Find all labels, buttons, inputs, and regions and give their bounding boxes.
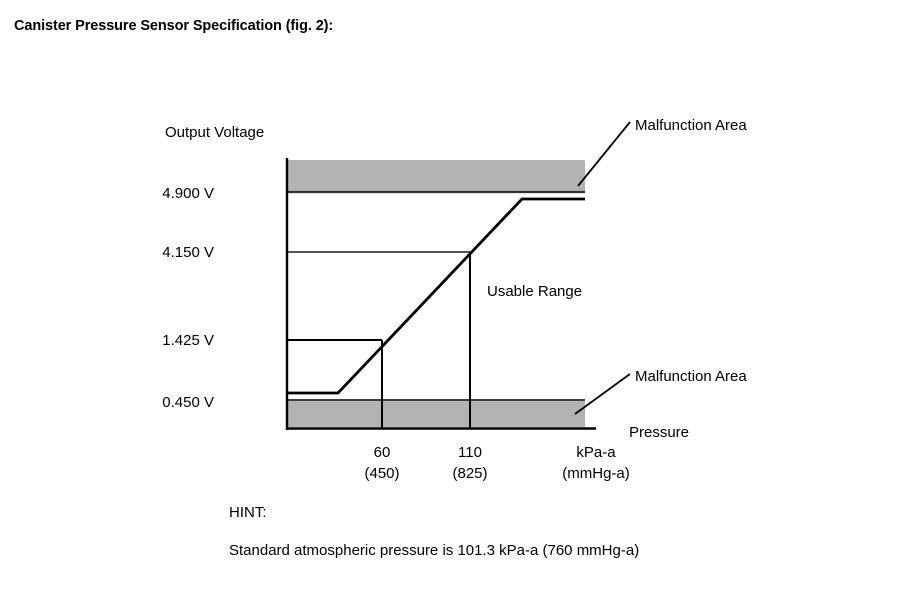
x-axis-unit-secondary: (mmHg-a)	[562, 465, 630, 482]
x-tick-label-60-secondary: (450)	[364, 465, 400, 482]
malfunction-area-upper-label: Malfunction Area	[635, 117, 747, 134]
page-title: Canister Pressure Sensor Specification (…	[14, 18, 334, 34]
sensor-output-curve	[287, 197, 585, 395]
x-tick-label-110-secondary: (825)	[452, 465, 488, 482]
y-tick-label-450mv: 0.450 V	[162, 394, 214, 411]
y-tick-label-1425mv: 1.425 V	[162, 332, 214, 349]
x-axis-unit-primary: kPa-a	[576, 444, 616, 461]
hint-label: HINT:	[229, 504, 267, 521]
malfunction-band-lower	[288, 401, 585, 427]
y-tick-label-4150mv: 4.150 V	[162, 244, 214, 261]
x-tick-label-110-primary: 110	[458, 444, 482, 461]
x-axis-title: Pressure	[629, 424, 690, 441]
leader-line-malfunction-lower	[574, 373, 631, 415]
malfunction-band-upper	[288, 160, 585, 192]
y-tick-label-4900mv: 4.900 V	[162, 185, 214, 202]
leader-line-malfunction-upper	[577, 121, 631, 187]
hint-text: Standard atmospheric pressure is 101.3 k…	[229, 542, 640, 559]
malfunction-area-lower-label: Malfunction Area	[635, 368, 747, 385]
y-axis-title: Output Voltage	[165, 124, 265, 141]
usable-range-label: Usable Range	[487, 283, 583, 300]
x-tick-label-60-primary: 60	[373, 444, 391, 461]
